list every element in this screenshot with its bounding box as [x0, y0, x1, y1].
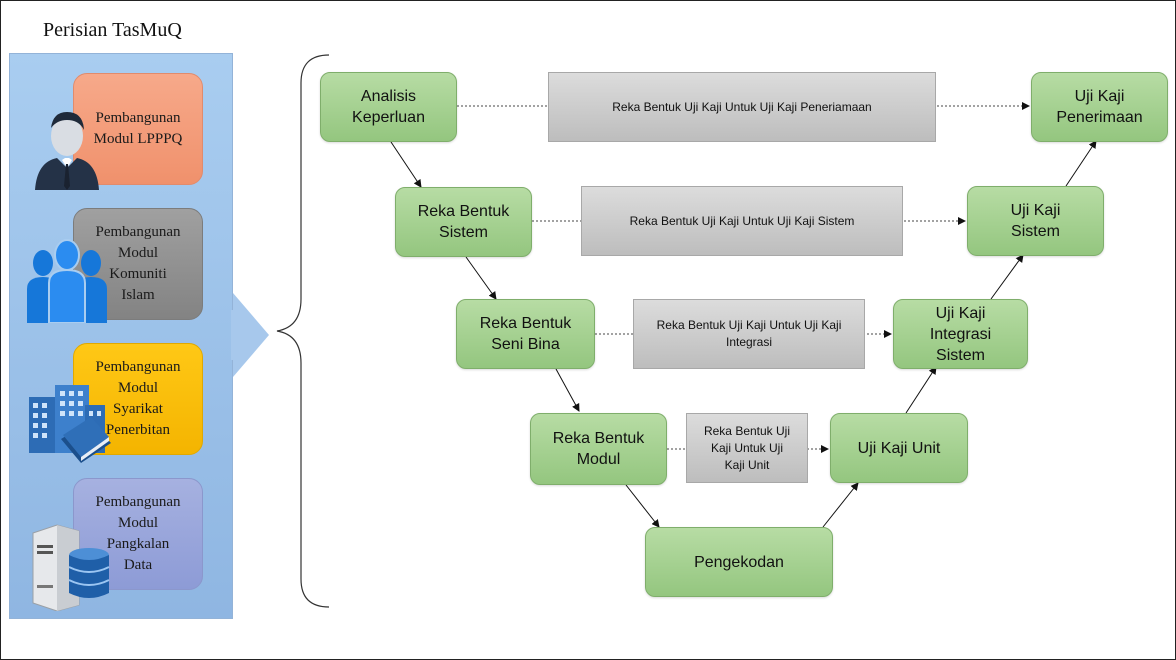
test-design-unit: Reka Bentuk Uji Kaji Untuk Uji Kaji Unit — [686, 413, 808, 483]
panel-arrow-icon — [233, 293, 269, 377]
flow-arrow-sistem-to-senibina — [465, 256, 497, 300]
test-design-integrasi: Reka Bentuk Uji Kaji Untuk Uji Kaji Inte… — [633, 299, 865, 369]
node-reka-bentuk-seni-bina: Reka Bentuk Seni Bina — [456, 299, 595, 369]
flow-arrow-senibina-to-modul — [555, 368, 580, 412]
node-uji-kaji-unit: Uji Kaji Unit — [830, 413, 968, 483]
node-uji-kaji-integrasi-sistem: Uji Kaji Integrasi Sistem — [893, 299, 1028, 369]
left-brace — [276, 54, 330, 608]
node-uji-kaji-penerimaan: Uji Kaji Penerimaan — [1031, 72, 1168, 142]
flow-arrow-analisis-to-sistem — [390, 141, 422, 188]
module-lpppq: Pembangunan Modul LPPPQ — [73, 73, 203, 185]
flow-arrow-integrasi-to-sistem — [990, 254, 1024, 300]
node-reka-bentuk-modul: Reka Bentuk Modul — [530, 413, 667, 485]
test-design-sistem: Reka Bentuk Uji Kaji Untuk Uji Kaji Sist… — [581, 186, 903, 256]
flow-arrow-sistem-to-penerimaan — [1065, 140, 1097, 187]
test-design-penerimaan: Reka Bentuk Uji Kaji Untuk Uji Kaji Pene… — [548, 72, 936, 142]
server-database-icon — [32, 524, 110, 611]
node-uji-kaji-sistem: Uji Kaji Sistem — [967, 186, 1104, 256]
buildings-books-icon — [29, 385, 111, 463]
person-icon — [35, 112, 99, 190]
page-title: Perisian TasMuQ — [43, 19, 182, 41]
node-pengekodan: Pengekodan — [645, 527, 833, 597]
flow-arrow-unit-to-integrasi — [905, 366, 937, 414]
node-analisis-keperluan: Analisis Keperluan — [320, 72, 457, 142]
flow-arrow-modul-to-pengekodan — [625, 484, 660, 528]
community-icon — [27, 239, 107, 323]
flow-arrow-pengekodan-to-unit — [822, 482, 859, 528]
node-reka-bentuk-sistem: Reka Bentuk Sistem — [395, 187, 532, 257]
